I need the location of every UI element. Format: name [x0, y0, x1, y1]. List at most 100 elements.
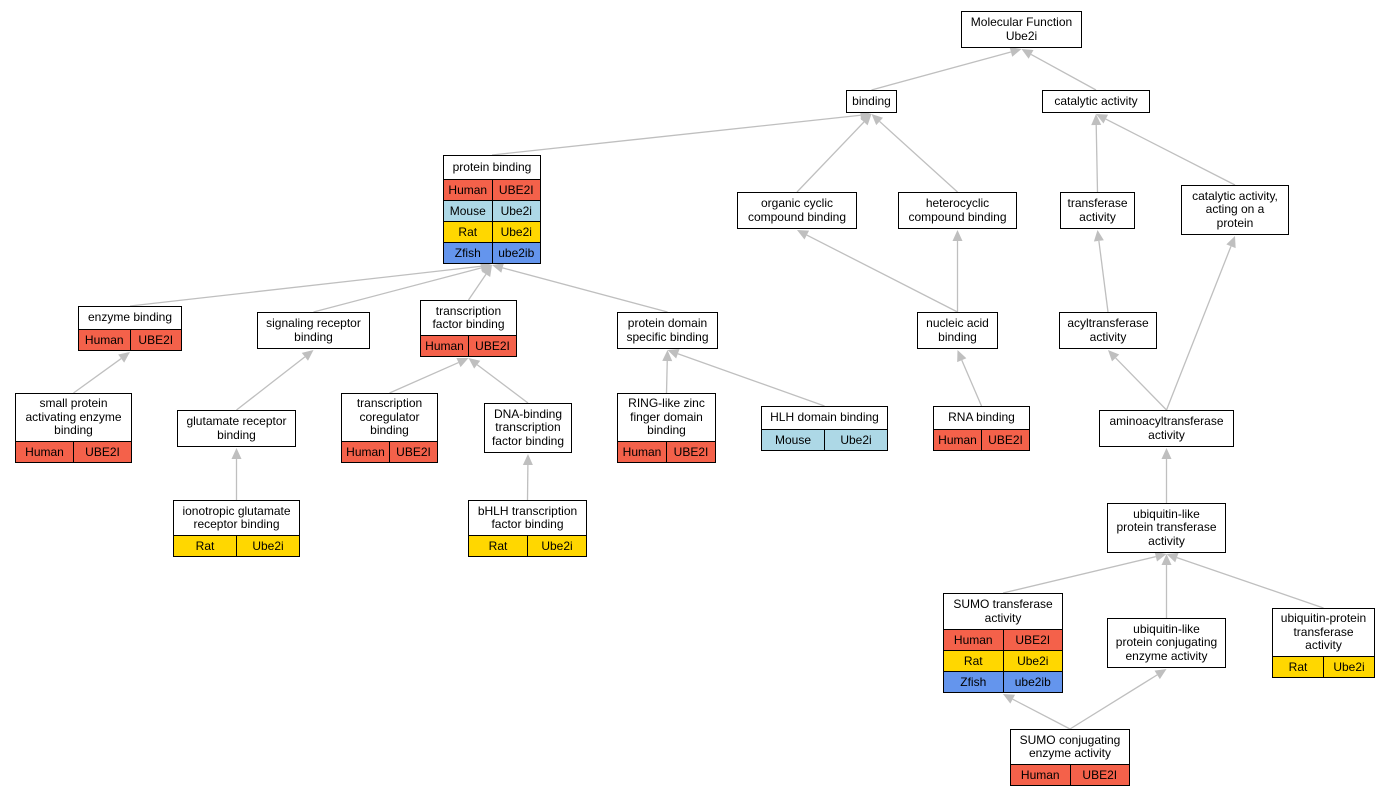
go-term-label: aminoacyltransferase activity: [1109, 414, 1224, 442]
edge-line: [879, 120, 958, 193]
go-term-node-aminoacyl[interactable]: aminoacyltransferase activity: [1099, 410, 1234, 447]
edge-line: [1030, 53, 1097, 91]
arrowhead-icon: [481, 265, 492, 277]
go-term-label: SUMO conjugating enzyme activity: [1019, 732, 1121, 760]
go-term-node-cat-protein[interactable]: catalytic activity, acting on a protein: [1181, 185, 1289, 235]
edge-hlh-to-domain_binding: [667, 349, 825, 407]
species-cell: Human: [953, 633, 993, 647]
go-term-label: small protein activating enzyme binding: [25, 396, 122, 438]
arrowhead-icon: [1009, 47, 1022, 57]
edge-heterocyclic-to-binding: [871, 114, 958, 193]
edge-sumo_conjugating-to-ubl_conjugating: [1069, 669, 1167, 730]
edge-line: [467, 273, 487, 301]
go-term-node-ubl-transferase[interactable]: ubiquitin-like protein transferase activ…: [1107, 503, 1226, 553]
go-term-node-mf[interactable]: Molecular Function Ube2i: [961, 11, 1082, 48]
arrowhead-icon: [480, 263, 492, 273]
arrowhead-icon: [1096, 114, 1109, 124]
edge-line: [73, 358, 122, 394]
arrowhead-icon: [797, 230, 810, 240]
gene-cell: UBE2I: [73, 442, 131, 462]
go-term-node-glutamate[interactable]: glutamate receptor binding: [177, 410, 296, 447]
arrowhead-icon: [522, 454, 533, 466]
arrowhead-icon: [1108, 350, 1120, 362]
arrowhead-icon: [301, 350, 314, 361]
go-term-label: transferase activity: [1067, 196, 1128, 224]
go-term-label: ionotropic glutamate receptor binding: [182, 503, 291, 531]
gene-cell: UBE2I: [389, 442, 437, 462]
gene-cell: Ube2i: [1002, 651, 1063, 671]
go-term-label: RNA binding: [948, 410, 1015, 425]
go-term-label: Molecular Function Ube2i: [970, 15, 1073, 43]
species-cell: Human: [25, 445, 64, 459]
go-term-label: transcription coregulator binding: [356, 396, 423, 438]
gene-cell: UBE2I: [1002, 630, 1063, 650]
edge-nucleic-to-organic_cyclic: [797, 230, 958, 313]
species-cell: Human: [346, 445, 385, 459]
go-term-node-heterocyclic[interactable]: heterocyclic compound binding: [898, 192, 1017, 229]
go-term-node-signaling[interactable]: signaling receptor binding: [257, 312, 370, 349]
edge-nucleic-to-heterocyclic: [952, 230, 963, 312]
go-term-node-catalytic[interactable]: catalytic activity: [1042, 90, 1150, 113]
go-term-node-acyltransferase[interactable]: acyltransferase activity: [1059, 312, 1157, 349]
edge-rna-to-nucleic: [957, 350, 983, 407]
edge-protein_binding-to-binding: [491, 110, 872, 156]
go-term-node-dna-binding-tf[interactable]: DNA-binding transcription factor binding: [484, 403, 572, 453]
edge-line: [871, 51, 1012, 91]
go-term-node-domain-binding[interactable]: protein domain specific binding: [617, 312, 718, 349]
edge-aminoacyl-to-cat_protein: [1165, 236, 1236, 411]
edge-line: [806, 234, 958, 313]
gene-cell: Ube2i: [236, 536, 299, 556]
arrowhead-icon: [1154, 551, 1167, 562]
go-term-label: acyltransferase activity: [1067, 316, 1149, 344]
gene-cell: Ube2i: [824, 430, 887, 450]
go-term-label: ubiquitin-like protein transferase activ…: [1116, 506, 1217, 548]
arrowhead-icon: [468, 358, 481, 369]
go-term-label: organic cyclic compound binding: [747, 196, 847, 224]
arrowhead-icon: [871, 114, 883, 126]
go-term-node-ubl-conjugating[interactable]: ubiquitin-like protein conjugating enzym…: [1107, 618, 1226, 668]
go-term-node-organic-cyclic[interactable]: organic cyclic compound binding: [737, 192, 857, 229]
arrowhead-icon: [667, 349, 680, 359]
go-term-node-nucleic[interactable]: nucleic acid binding: [917, 312, 998, 349]
gene-cell: UBE2I: [468, 336, 516, 356]
go-term-node-transferase[interactable]: transferase activity: [1060, 192, 1135, 229]
edge-cat_protein-to-catalytic: [1096, 114, 1236, 186]
species-cell: Zfish: [960, 675, 987, 689]
edge-ub_protein_transferase-to-ubl_transferase: [1166, 552, 1324, 609]
arrowhead-icon: [952, 230, 963, 241]
edge-line: [1002, 555, 1156, 594]
edge-catalytic-to-mf: [1021, 49, 1097, 91]
go-term-label: ubiquitin-like protein conjugating enzym…: [1115, 621, 1218, 663]
edge-line: [665, 360, 668, 394]
go-term-node-binding[interactable]: binding: [846, 90, 897, 113]
edge-line: [1115, 357, 1167, 411]
edge-line: [502, 267, 668, 313]
species-cell: Human: [1020, 768, 1060, 782]
species-cell: Human: [448, 183, 488, 197]
edge-tf_binding-to-protein_binding: [467, 265, 492, 301]
edge-line: [1165, 246, 1232, 411]
go-term-label: enzyme binding: [87, 310, 173, 325]
species-cell: Zfish: [454, 246, 481, 260]
